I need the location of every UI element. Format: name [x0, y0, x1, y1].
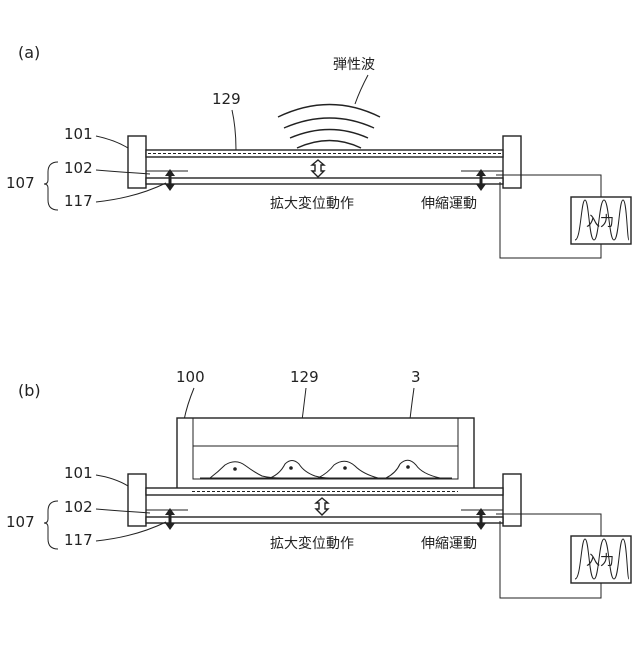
label-101-b: 101: [64, 464, 93, 482]
label-100: 100: [176, 368, 205, 386]
leader-129: [232, 110, 236, 150]
displacement-arrow-icon: [312, 160, 324, 177]
panel-a-label: (a): [18, 43, 40, 62]
block-101-right: [503, 136, 521, 188]
input-label-b: 入力: [586, 553, 614, 569]
brace-107-b: [44, 501, 58, 549]
amplified-displacement-label: 拡大変位動作: [270, 195, 354, 212]
label-107-b: 107: [6, 513, 35, 531]
stretch-motion-label: 伸縮運動: [421, 196, 477, 212]
plate-117-b: [146, 517, 503, 523]
brace-107: [44, 162, 58, 210]
label-117: 117: [64, 192, 93, 210]
panel-b-label: (b): [18, 381, 41, 400]
label-102-b: 102: [64, 498, 93, 516]
leader-101-b: [96, 475, 128, 486]
leader-100: [184, 388, 194, 420]
label-101: 101: [64, 125, 93, 143]
plate-117: [146, 178, 503, 184]
panel-a: (a) 弾性波 129: [6, 43, 631, 258]
amplified-displacement-label-b: 拡大変位動作: [270, 535, 354, 552]
input-label-a: 入力: [586, 214, 614, 230]
displacement-arrow-icon-b: [316, 498, 328, 515]
label-117-b: 117: [64, 531, 93, 549]
block-101-right-b: [503, 474, 521, 526]
block-101-left-b: [128, 474, 146, 526]
stretch-motion-label-b: 伸縮運動: [421, 536, 477, 552]
container-100: [177, 418, 474, 491]
elastic-wave-leader: [355, 75, 368, 104]
elastic-wave-label: 弾性波: [333, 57, 375, 73]
label-129-b: 129: [290, 368, 319, 386]
label-3: 3: [411, 368, 421, 386]
elastic-wave-arcs: [278, 105, 380, 149]
label-129: 129: [212, 90, 241, 108]
leader-101: [96, 136, 128, 148]
block-101-left: [128, 136, 146, 188]
label-102: 102: [64, 159, 93, 177]
label-107: 107: [6, 174, 35, 192]
panel-b: (b) 100 129 3: [6, 368, 631, 598]
